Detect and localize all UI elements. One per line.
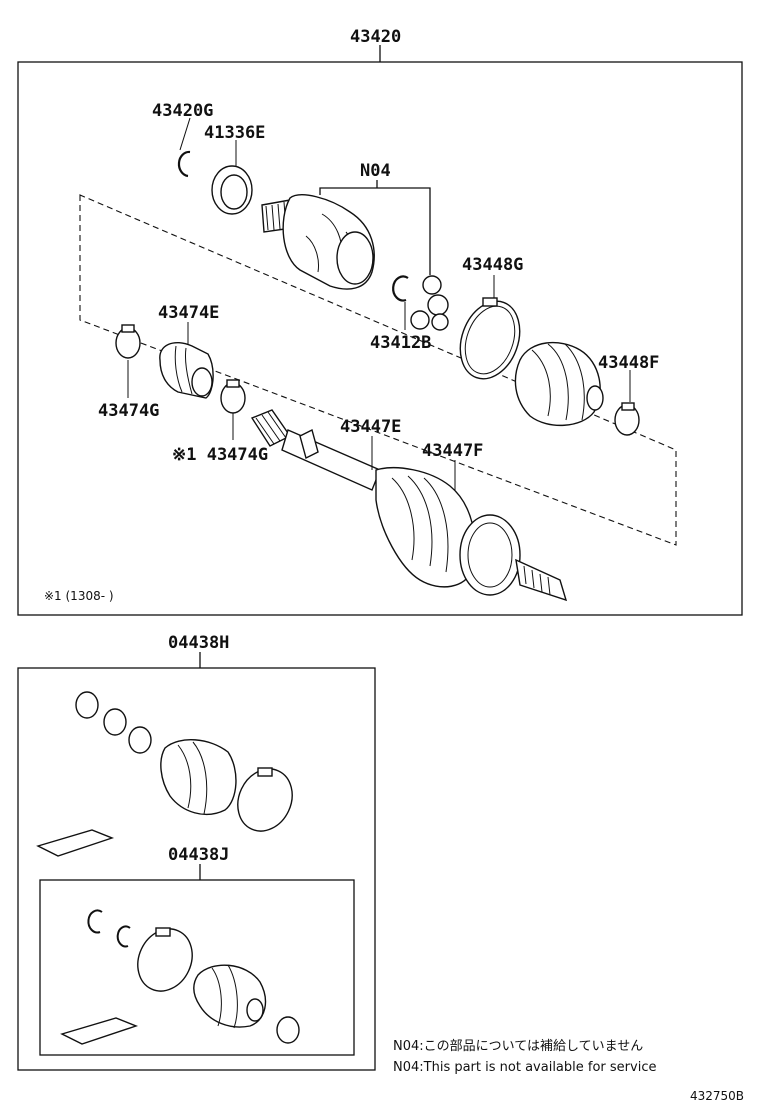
seal-41336e[interactable] [211,165,253,215]
label-04438h[interactable]: 04438H [168,633,229,653]
label-43447f[interactable]: 43447F [422,441,483,461]
kit-04438j-frame [39,864,355,1056]
inboard-joint-43474e[interactable] [159,342,214,399]
label-43474g-mid[interactable]: ※1 43474G [172,445,268,465]
snap-ring-43412b[interactable] [392,275,409,302]
tripod-spider[interactable] [410,275,449,331]
grease-packet-h[interactable] [36,829,115,857]
assembly-frame [17,45,743,616]
boot[interactable] [514,341,604,427]
label-43474g-left[interactable]: 43474G [98,401,159,421]
label-43448g[interactable]: 43448G [462,255,523,275]
note-english: N04:This part is not available for servi… [393,1060,656,1075]
kit-j-boot[interactable] [193,964,267,1029]
diagram-id: 432750B [690,1089,744,1103]
footnote-1308: ※1 (1308- ) [44,589,114,603]
drive-shaft[interactable] [250,409,568,602]
label-43420g[interactable]: 43420G [152,101,213,121]
label-43448f[interactable]: 43448F [598,353,659,373]
tulip-housing-n04[interactable] [261,194,375,290]
kit-04438h-frame [17,652,376,1071]
clamp-43474g-left[interactable] [115,324,141,359]
label-43474e[interactable]: 43474E [158,303,219,323]
note-japanese: N04:この部品については補給していません [393,1039,643,1054]
boot-clamp-43448g[interactable] [450,293,530,387]
label-43447e[interactable]: 43447E [340,417,401,437]
label-n04[interactable]: N04 [360,161,391,181]
snap-ring-43420g[interactable] [177,150,191,178]
label-43412b[interactable]: 43412B [370,333,431,353]
kit-j-snap-rings[interactable] [87,909,131,948]
label-04438j[interactable]: 04438J [168,845,229,865]
clamp-43474g-mid[interactable] [220,379,246,414]
label-43420[interactable]: 43420 [350,27,401,47]
boot-clamp-43448f[interactable] [614,402,640,436]
kit-h-clamps[interactable] [75,691,152,754]
label-41336e[interactable]: 41336E [204,123,265,143]
grease-packet-j[interactable] [60,1017,139,1045]
kit-j-clamp-small[interactable] [276,1016,300,1044]
kit-j-clamp-large[interactable] [128,920,202,1000]
kit-h-boot[interactable] [160,739,237,816]
kit-h-clamp-large[interactable] [228,760,302,840]
